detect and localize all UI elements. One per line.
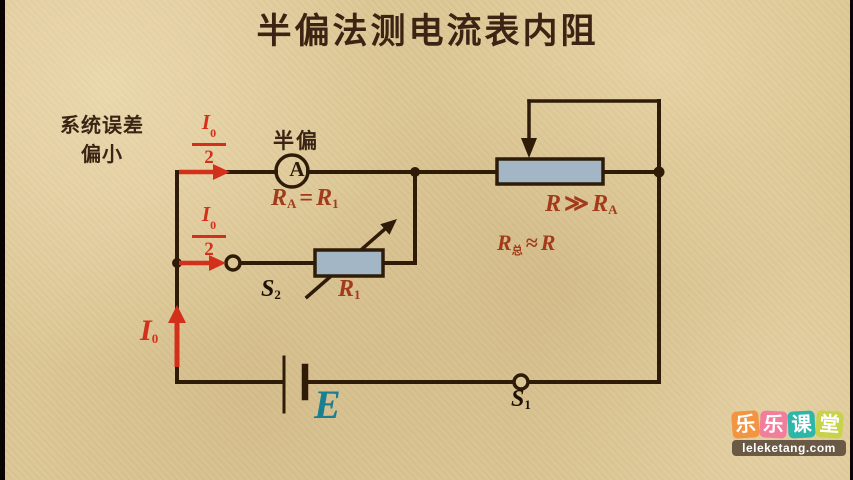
symbol-r: R [338, 276, 355, 302]
page-title: 半偏法测电流表内阻 [256, 12, 599, 52]
subscript-2: 2 [274, 287, 281, 303]
systematic-error-line2: 偏小 [81, 142, 123, 166]
current-subscript: 0 [151, 331, 159, 347]
wire-rheostat-branch [239, 172, 417, 265]
nodes-and-arrowheads [172, 138, 665, 268]
potentiometer-body [495, 157, 605, 186]
symbol-r: R [540, 230, 556, 255]
systematic-error-note: 系统误差 偏小 [56, 111, 148, 169]
formula-r-much-greater-ra: R≫RA [545, 189, 618, 218]
logo-tile: 乐 [731, 410, 760, 439]
formula-rtotal-approx-r: R总≈R [497, 230, 556, 257]
right-black-edge [850, 0, 853, 480]
subscript-a: A [287, 196, 297, 212]
fraction-denominator: 2 [204, 239, 214, 261]
logo-tile: 课 [787, 410, 816, 439]
subscript-total: 总 [511, 244, 523, 257]
fraction-bar [192, 235, 226, 239]
junction-node [410, 167, 420, 177]
switch-s1-label: S1 [511, 386, 531, 413]
logo-url: leleketang.com [732, 440, 846, 456]
wires [175, 99, 661, 414]
systematic-error-line1: 系统误差 [60, 113, 144, 137]
total-current-label: I0 [140, 314, 158, 348]
current-arrows [168, 164, 230, 367]
symbol-r: R [497, 230, 512, 255]
left-black-edge [0, 0, 5, 480]
fraction-denominator: 2 [204, 147, 214, 169]
symbol-r: R [271, 185, 288, 211]
current-arrowhead-left [168, 305, 186, 323]
symbol-r: R [592, 191, 609, 217]
current-subscript: 0 [210, 218, 217, 233]
switch-s2-contact [224, 254, 242, 272]
subscript-1: 1 [332, 196, 339, 212]
leleketang-watermark: 乐 乐 课 堂 leleketang.com [731, 410, 848, 456]
junction-node [653, 166, 665, 178]
current-symbol: I [140, 314, 152, 347]
current-symbol: I [201, 202, 211, 226]
ammeter-circle [274, 153, 310, 189]
formula-ra-equals-r1: RA=R1 [271, 185, 339, 212]
fraction-bar [192, 143, 226, 147]
emf-label: E [314, 382, 341, 427]
current-arrowhead-mid [209, 255, 226, 271]
logo-tile: 乐 [759, 410, 788, 439]
subscript-a: A [608, 202, 618, 218]
half-current-fraction-top: I0 2 [190, 109, 228, 169]
current-subscript: 0 [210, 126, 217, 141]
symbol-r: R [545, 191, 562, 217]
subscript-1: 1 [524, 397, 531, 413]
half-current-fraction-mid: I0 2 [190, 201, 228, 261]
parchment-canvas: 半偏法测电流表内阻 [5, 0, 850, 480]
current-symbol: I [201, 110, 211, 134]
equals-sign: = [299, 185, 314, 211]
rheostat-r1-label: R1 [338, 276, 361, 303]
switch-s1-contact [512, 373, 530, 391]
circuit-diagram [168, 99, 665, 414]
subscript-1: 1 [354, 287, 361, 303]
wiper-arrowhead [521, 138, 537, 158]
half-deflection-label: 半偏 [273, 129, 319, 153]
fraction-numerator: I0 [190, 109, 228, 143]
logo-tile: 堂 [815, 410, 844, 439]
switch-s2-label: S2 [261, 276, 281, 303]
rheostat-arrowhead [380, 219, 397, 235]
symbol-s: S [511, 386, 525, 412]
junction-node [172, 258, 182, 268]
current-arrowhead-top [213, 164, 230, 180]
rheostat-body [313, 248, 385, 278]
much-greater-sign: ≫ [564, 191, 590, 217]
symbol-s: S [261, 276, 275, 302]
symbol-r: R [316, 185, 333, 211]
logo-tiles: 乐 乐 课 堂 [731, 410, 848, 439]
approx-sign: ≈ [525, 230, 538, 255]
fraction-numerator: I0 [190, 201, 228, 235]
ammeter-letter: A [289, 157, 305, 181]
